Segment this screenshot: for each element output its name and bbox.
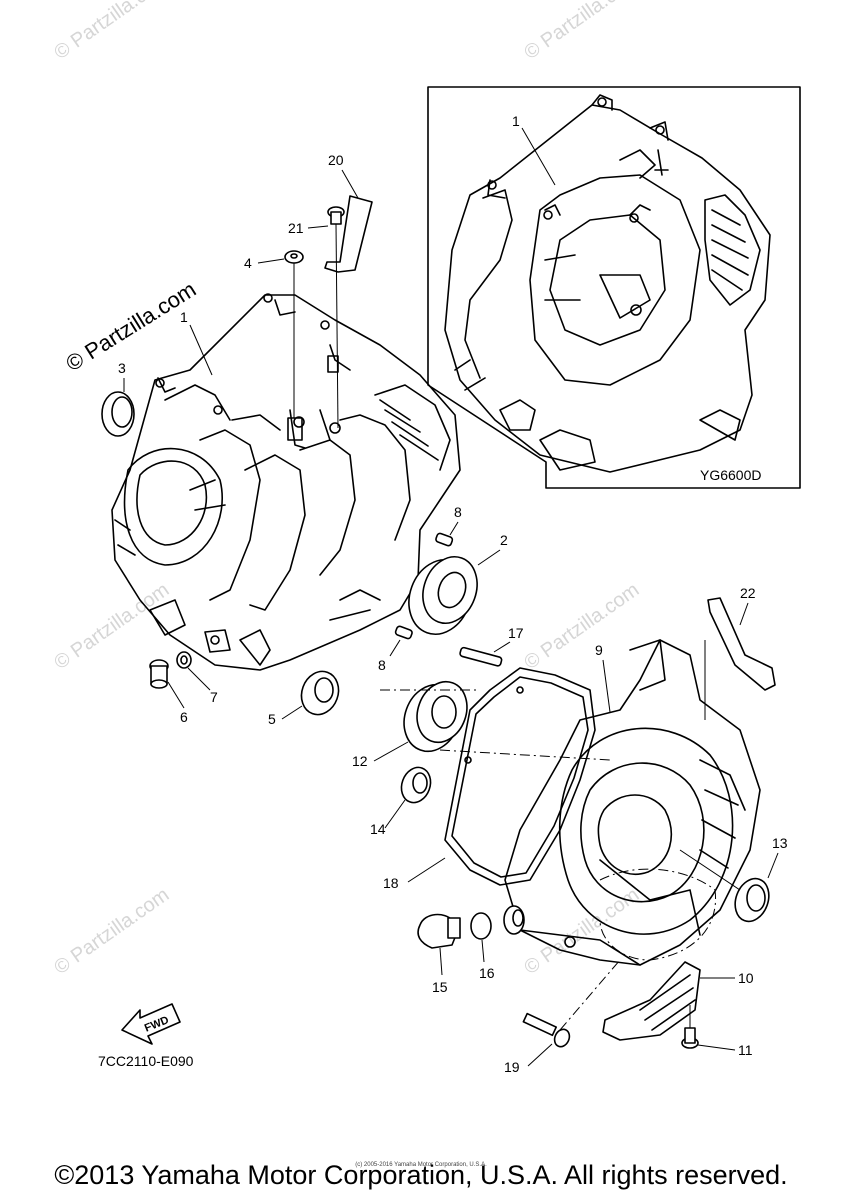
callout-15: 17 — [508, 625, 524, 641]
inset-crankcase: 1 YG6600D — [427, 86, 801, 489]
part-washer-4: 4 — [244, 250, 304, 418]
watermark-dark: © Partzilla.com — [61, 276, 200, 376]
callout-20: 20 — [328, 152, 344, 168]
callout-6: 6 — [180, 709, 188, 725]
part-oil-seal-3: 3 — [101, 360, 135, 437]
part-bracket-20: 20 — [324, 152, 373, 273]
part-pin-15: 17 — [459, 625, 524, 667]
callout-16: 18 — [383, 875, 399, 891]
part-bolt-21: 21 — [288, 206, 345, 429]
part-dowel-8a: 8 — [435, 504, 462, 547]
watermark: © Partzilla.com — [520, 579, 643, 674]
part-crankcase-cover-9: 9 — [380, 639, 761, 966]
part-cover-10: 10 — [602, 961, 754, 1041]
fine-print: (c) 2005-2016 Yamaha Motor Corporation, … — [355, 1162, 487, 1168]
callout-12: 12 — [352, 753, 368, 769]
callout-13: 13 — [772, 835, 788, 851]
part-plate-22: 22 — [704, 585, 776, 720]
part-oil-seal-13: 13 — [679, 835, 788, 923]
callout-21: 21 — [288, 220, 304, 236]
callout-7: 7 — [210, 689, 218, 705]
callout-5: 5 — [268, 711, 276, 727]
callout-8: 8 — [454, 504, 462, 520]
part-dowel-8b: 8 — [378, 625, 413, 673]
callout-11: 11 — [738, 1042, 753, 1058]
figure-code: 7CC2110-E090 — [98, 1053, 194, 1069]
part-o-ring-19: 16 — [470, 912, 495, 981]
callout-3: 3 — [118, 360, 126, 376]
inset-code: YG6600D — [700, 467, 761, 483]
part-plug-18: 15 — [417, 913, 461, 995]
callout-1: 1 — [180, 309, 188, 325]
part-bolt-17: 19 — [504, 959, 621, 1075]
watermarks: © Partzilla.com © Partzilla.com © Partzi… — [50, 0, 643, 979]
callout-8: 8 — [378, 657, 386, 673]
part-bolt-6: 6 — [149, 659, 188, 725]
part-bearing-2: 2 — [408, 532, 508, 635]
part-washer-7: 7 — [176, 651, 218, 705]
callout-17: 19 — [504, 1059, 520, 1075]
part-bearing-5: 5 — [268, 670, 340, 727]
callout-4: 4 — [244, 255, 252, 271]
part-bearing-12: 12 — [352, 680, 468, 769]
watermark: © Partzilla.com — [50, 0, 173, 64]
part-oil-seal-14: 14 — [370, 766, 432, 837]
callout-2: 2 — [500, 532, 508, 548]
callout-9: 9 — [595, 642, 603, 658]
watermark: © Partzilla.com — [50, 579, 173, 674]
copyright: ©2013 Yamaha Motor Corporation, U.S.A. A… — [54, 1160, 788, 1190]
part-gasket-16: 18 — [383, 667, 596, 891]
watermark: © Partzilla.com — [520, 0, 643, 64]
part-bolt-11: 11 — [681, 1005, 753, 1058]
callout-22: 22 — [740, 585, 756, 601]
crankcase-main: 1 — [111, 293, 461, 671]
callout-19: 16 — [479, 965, 495, 981]
callout-14: 14 — [370, 821, 386, 837]
callout-10: 10 — [738, 970, 754, 986]
callout-18: 15 — [432, 979, 448, 995]
watermark: © Partzilla.com — [50, 884, 173, 979]
callout-1: 1 — [512, 113, 520, 129]
fwd-arrow-icon: FWD — [121, 1003, 181, 1045]
